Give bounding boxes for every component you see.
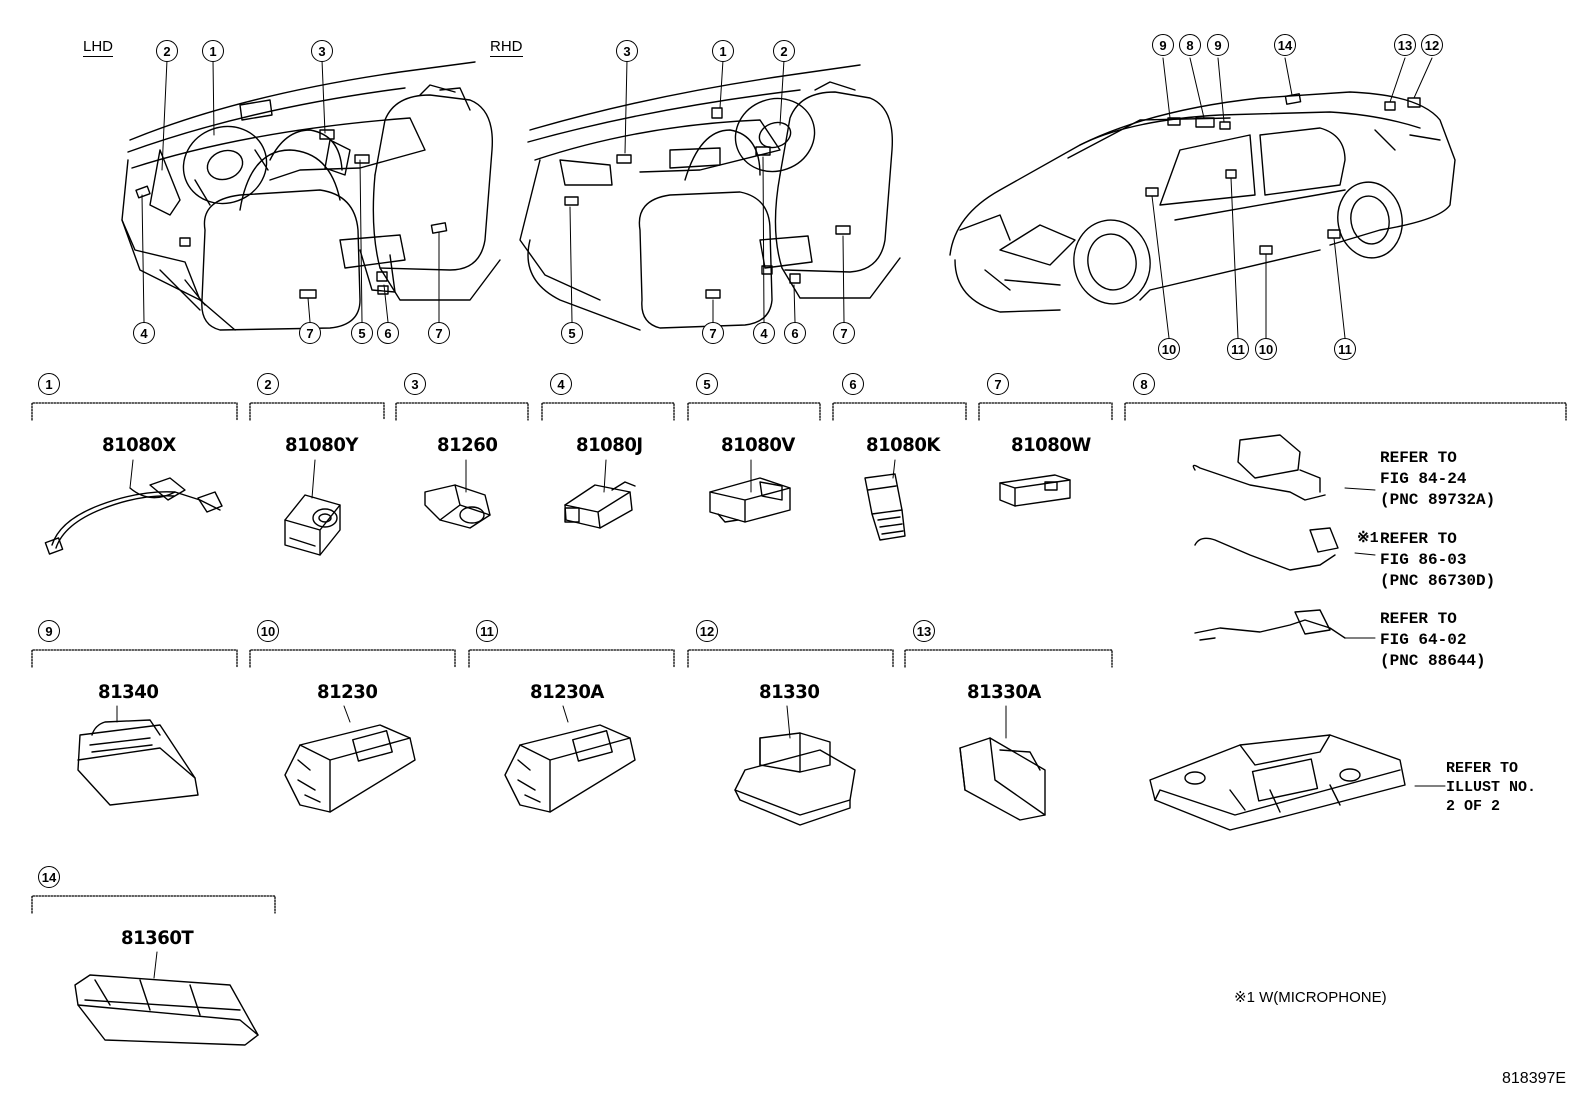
callout-marker: 6 bbox=[377, 322, 399, 344]
part-number: 81080K bbox=[866, 434, 940, 456]
part-number: 81080V bbox=[721, 434, 795, 456]
callout-marker: 3 bbox=[616, 40, 638, 62]
section-number: 11 bbox=[476, 620, 498, 642]
callout-marker: 10 bbox=[1255, 338, 1277, 360]
part-81080j-drawing bbox=[564, 481, 636, 529]
part-leader-lines bbox=[116, 459, 1446, 979]
rhd-label: RHD bbox=[490, 38, 523, 57]
car-leader-lines bbox=[1151, 57, 1433, 339]
callout-marker: 10 bbox=[1158, 338, 1180, 360]
section-number: 6 bbox=[842, 373, 864, 395]
callout-marker: 11 bbox=[1227, 338, 1249, 360]
callout-marker: 7 bbox=[702, 322, 724, 344]
callout-marker: 2 bbox=[773, 40, 795, 62]
part-81080w-drawing bbox=[999, 474, 1071, 507]
callout-marker: 11 bbox=[1334, 338, 1356, 360]
figure-code: 818397E bbox=[1502, 1070, 1567, 1087]
section-number: 5 bbox=[696, 373, 718, 395]
callout-marker: 9 bbox=[1207, 34, 1229, 56]
callout-marker: 7 bbox=[428, 322, 450, 344]
part-number: 81080X bbox=[102, 434, 176, 456]
callout-marker: 6 bbox=[784, 322, 806, 344]
section-number: 3 bbox=[404, 373, 426, 395]
part-number: 81330 bbox=[759, 681, 820, 703]
rhd-leader-lines bbox=[569, 59, 845, 323]
callout-marker: 14 bbox=[1274, 34, 1296, 56]
reference-note: REFER TO FIG 84-24 (PNC 89732A) bbox=[1380, 449, 1496, 509]
part-81080k-drawing bbox=[864, 473, 906, 541]
part-81080v-drawing bbox=[709, 477, 791, 523]
section-number: 2 bbox=[257, 373, 279, 395]
section-number: 4 bbox=[550, 373, 572, 395]
lhd-leader-lines bbox=[141, 59, 440, 323]
section-number: 12 bbox=[696, 620, 718, 642]
car-exterior-drawing bbox=[949, 91, 1456, 313]
section-brackets bbox=[31, 402, 1567, 914]
section-number: 8 bbox=[1133, 373, 1155, 395]
callout-marker: 7 bbox=[833, 322, 855, 344]
section-number: 7 bbox=[987, 373, 1009, 395]
part-number: 81230 bbox=[317, 681, 378, 703]
reference-note: REFER TO FIG 86-03 (PNC 86730D) bbox=[1380, 530, 1496, 590]
part-number: 81340 bbox=[98, 681, 159, 703]
part-number: 81260 bbox=[437, 434, 498, 456]
section-number: 10 bbox=[257, 620, 279, 642]
reference-mark: ※1 bbox=[1357, 530, 1379, 547]
callout-marker: 8 bbox=[1179, 34, 1201, 56]
callout-marker: 1 bbox=[202, 40, 224, 62]
part-81230a-drawing bbox=[504, 724, 636, 813]
part-81340-drawing bbox=[77, 719, 199, 806]
callout-marker: 4 bbox=[753, 322, 775, 344]
section-number: 9 bbox=[38, 620, 60, 642]
lhd-interior-drawing bbox=[121, 61, 501, 331]
section-number: 13 bbox=[913, 620, 935, 642]
rhd-interior-drawing bbox=[519, 64, 901, 331]
part-81080x-drawing bbox=[44, 477, 223, 555]
overhead-console-assembly-drawing bbox=[1149, 734, 1406, 831]
part-number: 81080W bbox=[1011, 434, 1091, 456]
part-8-harness-drawings bbox=[1192, 434, 1346, 641]
lhd-label: LHD bbox=[83, 38, 114, 57]
part-81260-drawing bbox=[424, 484, 491, 529]
callout-marker: 7 bbox=[299, 322, 321, 344]
callout-marker: 4 bbox=[133, 322, 155, 344]
part-number: 81080Y bbox=[285, 434, 359, 456]
callout-marker: 2 bbox=[156, 40, 178, 62]
reference-note: REFER TO FIG 64-02 (PNC 88644) bbox=[1380, 610, 1486, 670]
part-number: 81080J bbox=[576, 434, 643, 456]
section-number: 14 bbox=[38, 866, 60, 888]
reference-note: REFER TO ILLUST NO. 2 OF 2 bbox=[1446, 760, 1537, 815]
callout-marker: 9 bbox=[1152, 34, 1174, 56]
part-81330a-drawing bbox=[959, 737, 1046, 821]
part-81330-drawing bbox=[734, 732, 856, 826]
section-number: 1 bbox=[38, 373, 60, 395]
footnote: ※1 W(MICROPHONE) bbox=[1234, 989, 1387, 1006]
callout-marker: 5 bbox=[351, 322, 373, 344]
part-number: 81330A bbox=[967, 681, 1041, 703]
callout-marker: 12 bbox=[1421, 34, 1443, 56]
part-number: 81360T bbox=[121, 927, 194, 949]
part-number: 81230A bbox=[530, 681, 604, 703]
part-81080y-drawing bbox=[284, 494, 341, 556]
part-81230-drawing bbox=[284, 724, 416, 813]
callout-marker: 1 bbox=[712, 40, 734, 62]
callout-marker: 3 bbox=[311, 40, 333, 62]
part-81360t-drawing bbox=[74, 974, 259, 1046]
callout-marker: 13 bbox=[1394, 34, 1416, 56]
callout-marker: 5 bbox=[561, 322, 583, 344]
